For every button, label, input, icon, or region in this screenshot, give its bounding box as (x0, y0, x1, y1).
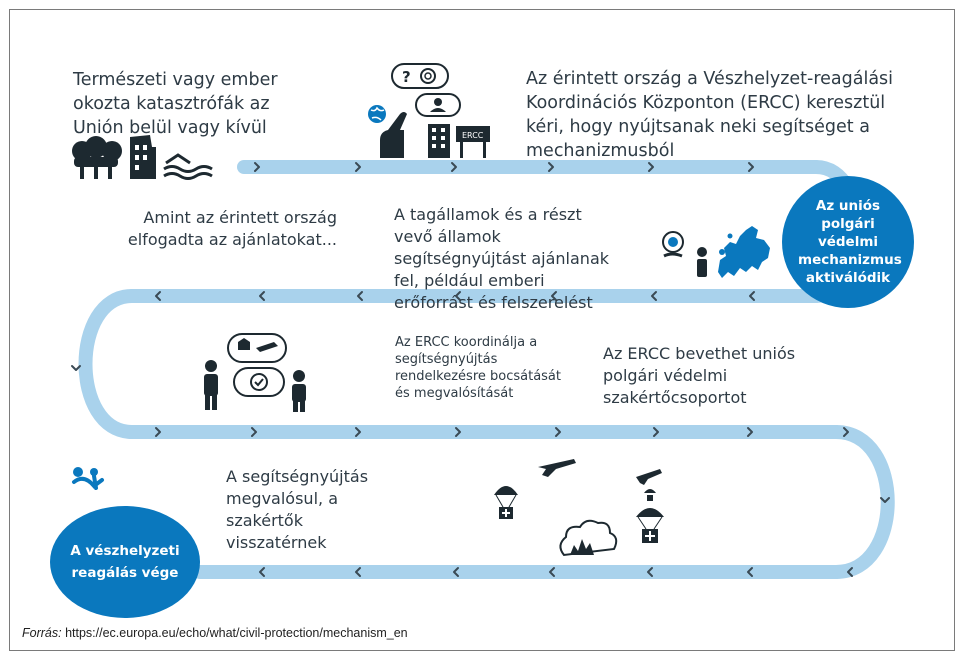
direction-chevron-icon (648, 162, 654, 172)
response-end-label: A vészhelyzeti reagálás vége (70, 543, 180, 581)
step-disaster-text: Természeti vagy ember okozta katasztrófá… (73, 70, 278, 138)
raised-hand-icon (380, 112, 407, 158)
small-airplane-icon (636, 469, 662, 485)
step-coordination-text: Az ERCC koordinálja a segítségnyújtás re… (395, 335, 561, 401)
person-left-icon (204, 360, 218, 410)
step-experts-text: Az ERCC bevethet uniós polgári védelmi s… (603, 344, 796, 407)
direction-chevron-icon (453, 567, 459, 577)
person-right-icon (292, 370, 306, 412)
step-offers-text: A tagállamok és a részt vevő államok seg… (394, 205, 610, 312)
parachute-supply-icon (636, 508, 664, 543)
europe-map-icon (718, 226, 770, 278)
mechanism-activated-circle: Az uniós polgári védelmi mechanizmus akt… (782, 176, 914, 308)
request-icons: ? ERCC (368, 63, 490, 158)
direction-chevron-icon (355, 427, 361, 437)
svg-text:ERCC: ERCC (462, 131, 484, 140)
direction-chevron-icon (548, 162, 554, 172)
svg-text:?: ? (402, 68, 411, 86)
direction-chevron-icon (843, 427, 849, 437)
direction-chevron-icon (155, 291, 161, 301)
coordination-icons (204, 333, 306, 412)
direction-chevron-icon (357, 291, 363, 301)
airplane-icon (538, 459, 576, 477)
mechanism-activated-label: Az uniós polgári védelmi mechanizmus akt… (798, 198, 902, 286)
deployment-icons (494, 459, 664, 557)
direction-chevron-icon (747, 427, 753, 437)
flood-icon (163, 153, 213, 180)
direction-chevron-icon (747, 567, 753, 577)
direction-chevron-icon (847, 567, 853, 577)
direction-chevron-icon (549, 567, 555, 577)
direction-chevron-icon (155, 427, 161, 437)
direction-chevron-icon (451, 162, 457, 172)
step-request-text: Az érintett ország a Vészhelyzet-reagálá… (526, 69, 894, 161)
direction-chevron-icon (749, 291, 755, 301)
source-label: Forrás: (22, 626, 62, 640)
disaster-icons (72, 135, 213, 180)
direction-chevron-icon (254, 162, 260, 172)
direction-chevron-icon (455, 291, 461, 301)
rescuer-icon (72, 467, 104, 490)
step-accepted-text: Amint az érintett ország elfogadta az aj… (127, 208, 337, 249)
direction-chevron-icon (551, 291, 557, 301)
path-left-curve (78, 289, 139, 439)
wildfire-trees-icon (72, 136, 122, 179)
direction-chevron-icon (748, 162, 754, 172)
direction-chevron-icon (555, 427, 561, 437)
person-icon (697, 247, 707, 277)
speech-bubble-question-icon: ? (391, 63, 449, 89)
direction-chevron-icon (647, 567, 653, 577)
direction-chevron-icon (259, 567, 265, 577)
direction-chevron-icon (880, 497, 890, 503)
bubble-aid-icon (227, 333, 287, 363)
response-end-circle: A vészhelyzeti reagálás vége (50, 506, 200, 618)
offer-hand-icon (662, 231, 684, 258)
direction-chevron-icon (653, 427, 659, 437)
direction-chevron-icon (251, 427, 257, 437)
collapsed-building-icon (130, 135, 156, 179)
direction-chevron-icon (355, 162, 361, 172)
source-line: Forrás: https://ec.europa.eu/echo/what/c… (22, 626, 408, 640)
europe-offer-icons (662, 226, 770, 278)
direction-chevron-icon (455, 427, 461, 437)
bubble-check-icon (233, 367, 285, 397)
globe-icon (368, 105, 386, 123)
direction-chevron-icon (355, 567, 361, 577)
direction-chevron-icon (71, 365, 81, 371)
office-building-icon (428, 124, 450, 158)
source-url[interactable]: https://ec.europa.eu/echo/what/civil-pro… (65, 626, 408, 640)
parachute-medical-icon (494, 486, 518, 519)
fire-smoke-icon (559, 519, 618, 557)
speech-bubble-person-icon (415, 93, 461, 117)
path-right-curve-2 (829, 425, 895, 579)
direction-chevron-icon (259, 291, 265, 301)
small-parachute-icon (644, 489, 656, 501)
step-return-text: A segítségnyújtás megvalósul, a szakértő… (226, 467, 369, 552)
ercc-sign-icon: ERCC (456, 126, 490, 158)
direction-chevron-icon (651, 291, 657, 301)
